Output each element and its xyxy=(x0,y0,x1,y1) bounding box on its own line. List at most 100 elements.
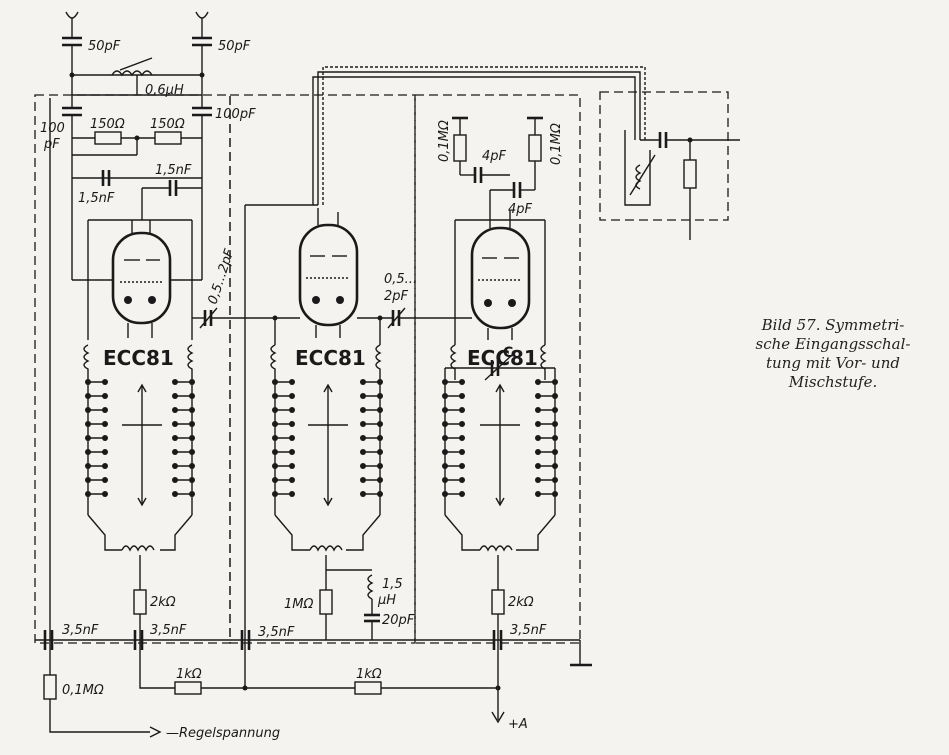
antenna-input-left xyxy=(62,11,82,108)
coil-bank-1 xyxy=(83,344,194,640)
label-c-1-5nf-b: 1,5nF xyxy=(78,191,115,206)
label-c-100-left-b: pF xyxy=(43,137,60,152)
coil-tap-dot xyxy=(459,379,465,385)
coil-tap-dot xyxy=(172,407,178,413)
oscillator-box xyxy=(624,130,740,240)
coil-bank-2 xyxy=(270,318,382,640)
coil-tap-dot xyxy=(442,449,448,455)
label-c-1-5nf-a: 1,5nF xyxy=(155,163,192,178)
coil-tap-dot xyxy=(272,421,278,427)
coil-tap-dot xyxy=(189,449,195,455)
coil-tap-dot xyxy=(459,421,465,427)
caps-1-5nf xyxy=(101,170,202,220)
coil-tap-dot xyxy=(360,407,366,413)
coil-tap-dot xyxy=(442,463,448,469)
label-r-0-1m-right: 0,1MΩ xyxy=(549,123,564,165)
caption-line-1: Bild 57. Symmetri- xyxy=(761,316,905,334)
tube-2 xyxy=(298,208,359,338)
coil-tap-dot xyxy=(85,393,91,399)
coil-tap-dot xyxy=(535,379,541,385)
coil-tap-dot xyxy=(360,393,366,399)
label-r-1k-2: 1kΩ xyxy=(356,667,382,682)
coil-tap-dot xyxy=(442,477,448,483)
coil-tap-dot xyxy=(102,393,108,399)
coil-tap-dot xyxy=(189,421,195,427)
coil-tap-dot xyxy=(459,491,465,497)
coil-tap-dot xyxy=(535,407,541,413)
coil-tap-dot xyxy=(377,463,383,469)
label-r-1k-1: 1kΩ xyxy=(176,667,202,682)
bottom-bus xyxy=(35,98,592,738)
caption-line-4: Mischstufe. xyxy=(788,373,878,391)
coil-tap-dot xyxy=(272,393,278,399)
coil-tap-dot xyxy=(377,491,383,497)
coil-tap-dot xyxy=(360,491,366,497)
tube-1 xyxy=(72,219,202,340)
coil-tap-dot xyxy=(272,407,278,413)
coil-tap-dot xyxy=(102,477,108,483)
coil-tap-dot xyxy=(459,449,465,455)
coil-tap-dot xyxy=(289,421,295,427)
coil-tap-dot xyxy=(172,435,178,441)
coil-tap-dot xyxy=(102,449,108,455)
shielded-cable xyxy=(245,66,646,206)
coil-tap-dot xyxy=(535,477,541,483)
label-r-150-left: 150Ω xyxy=(90,117,125,132)
coil-tap-dot xyxy=(535,393,541,399)
coil-tap-dot xyxy=(552,421,558,427)
label-c-0-5-2pf-2b: 2pF xyxy=(384,289,409,304)
coil-tap-dot xyxy=(459,477,465,483)
coil-tap-dot xyxy=(289,393,295,399)
label-c-50pf-right: 50pF xyxy=(218,39,251,54)
coil-tap-dot xyxy=(377,449,383,455)
coil-tap-dot xyxy=(360,463,366,469)
coil-tap-dot xyxy=(102,421,108,427)
tube-label-2: ECC81 xyxy=(295,346,366,370)
coil-tap-dot xyxy=(377,435,383,441)
label-c-100pf-right: 100pF xyxy=(215,107,256,122)
coil-tap-dot xyxy=(289,463,295,469)
mixer-input-network xyxy=(452,116,543,198)
coil-tap-dot xyxy=(85,421,91,427)
label-l-1-5uh-b: µH xyxy=(377,593,396,608)
label-c-20pf: 20pF xyxy=(382,613,415,628)
coil-tap-dot xyxy=(442,421,448,427)
coil-tap-dot xyxy=(442,491,448,497)
coil-tap-dot xyxy=(102,463,108,469)
antenna-input-right xyxy=(192,11,212,108)
component-labels: 50pF 50pF 0,6µH 100 pF 100pF 150Ω 150Ω 1… xyxy=(40,39,564,741)
coil-tap-dot xyxy=(289,449,295,455)
coil-tap-dot xyxy=(552,491,558,497)
coil-tap-dot xyxy=(85,407,91,413)
label-r-2k-1: 2kΩ xyxy=(150,595,176,610)
label-c-3-5nf-1: 3,5nF xyxy=(62,623,99,638)
figure-caption: Bild 57. Symmetri- sche Eingangsschal- t… xyxy=(738,316,928,392)
coil-taps xyxy=(85,379,558,497)
label-c-3-5nf-4: 3,5nF xyxy=(510,623,547,638)
label-r-2k-2: 2kΩ xyxy=(508,595,534,610)
coil-tap-dot xyxy=(85,435,91,441)
coil-tap-dot xyxy=(189,407,195,413)
label-c-4pf-b: 4pF xyxy=(508,202,533,217)
coil-tap-dot xyxy=(172,491,178,497)
coil-tap-dot xyxy=(289,477,295,483)
coil-tap-dot xyxy=(85,449,91,455)
label-l-1-5uh-a: 1,5 xyxy=(382,577,403,592)
label-r-1m: 1MΩ xyxy=(284,597,313,612)
coil-tap-dot xyxy=(102,435,108,441)
coil-tap-dot xyxy=(172,449,178,455)
coil-tap-dot xyxy=(289,491,295,497)
caption-line-2: sche Eingangsschal- xyxy=(755,335,911,353)
coil-tap-dot xyxy=(360,449,366,455)
label-c-100-left-a: 100 xyxy=(40,121,65,136)
coil-bank-3 xyxy=(444,344,556,724)
coil-tap-dot xyxy=(377,421,383,427)
coil-tap-dot xyxy=(272,491,278,497)
coil-tap-dot xyxy=(459,463,465,469)
coupling-trimmers xyxy=(192,307,472,329)
coil-tap-dot xyxy=(377,407,383,413)
coil-tap-dot xyxy=(189,477,195,483)
coil-tap-dot xyxy=(85,491,91,497)
label-r-0-1m-left: 0,1MΩ xyxy=(437,120,452,162)
coil-tap-dot xyxy=(189,393,195,399)
